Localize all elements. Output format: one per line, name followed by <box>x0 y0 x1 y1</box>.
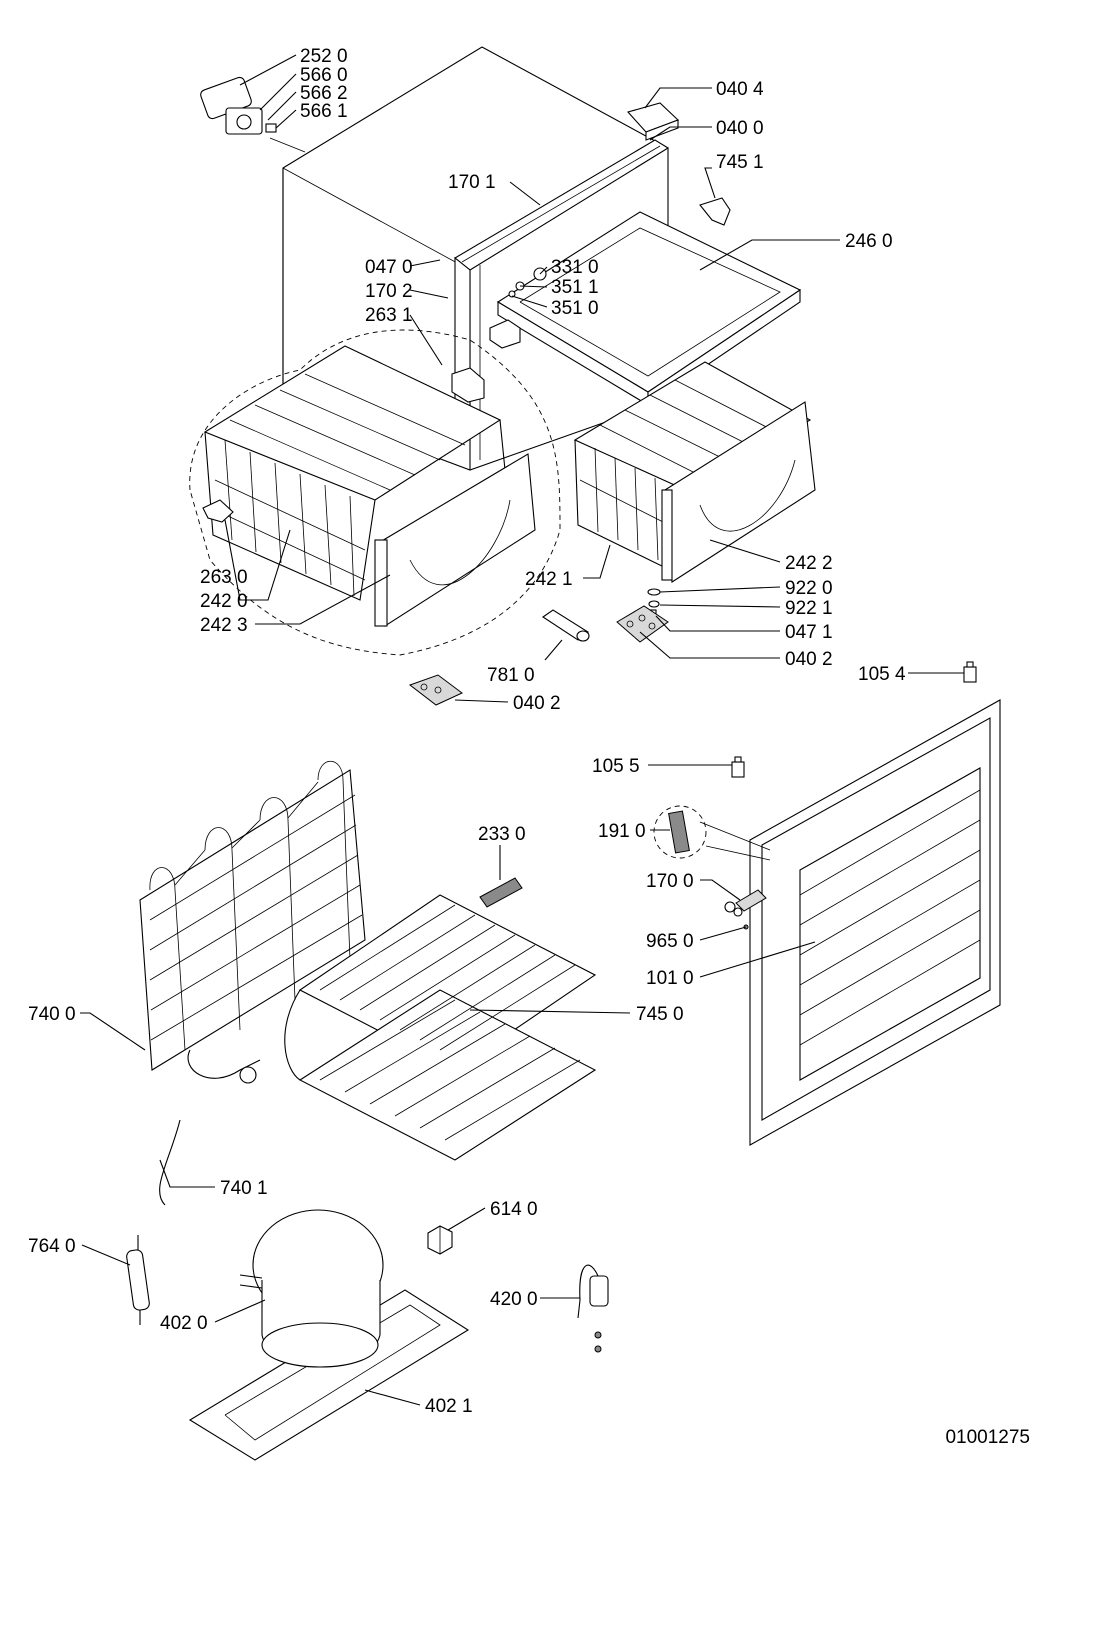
part-label: 047 1 <box>785 622 833 643</box>
part-label: 764 0 <box>28 1236 76 1257</box>
gasket-detail <box>653 805 771 861</box>
heater-233 <box>479 877 523 908</box>
part-label: 420 0 <box>490 1289 538 1310</box>
part-label: 566 1 <box>300 101 348 122</box>
part-label: 614 0 <box>490 1199 538 1220</box>
thermostat-knob-group <box>200 76 306 153</box>
right-basket <box>573 361 816 583</box>
left-basket <box>189 329 561 656</box>
leader-lines <box>80 54 964 1406</box>
part-label: 242 3 <box>200 615 248 636</box>
part-label: 040 0 <box>716 118 764 139</box>
part-label: 246 0 <box>845 231 893 252</box>
part-label: 252 0 <box>300 46 348 67</box>
part-label: 242 0 <box>200 591 248 612</box>
part-label: 263 0 <box>200 567 248 588</box>
part-label: 105 5 <box>592 756 640 777</box>
part-label: 191 0 <box>598 821 646 842</box>
spare-bag-icon-1054 <box>963 661 977 683</box>
part-label: 781 0 <box>487 665 535 686</box>
pin-781 <box>542 609 590 642</box>
part-label: 740 1 <box>220 1178 268 1199</box>
bracket-under-shelf <box>489 319 521 349</box>
part-label: 233 0 <box>478 824 526 845</box>
part-label: 351 1 <box>551 277 599 298</box>
part-label: 242 1 <box>525 569 573 590</box>
part-label: 263 1 <box>365 305 413 326</box>
part-label: 040 4 <box>716 79 764 100</box>
part-label: 740 0 <box>28 1004 76 1025</box>
top-hinge <box>626 102 680 141</box>
spare-bag-icon-1055 <box>731 756 745 778</box>
compressor <box>188 1209 470 1461</box>
part-label: 170 2 <box>365 281 413 302</box>
condenser-coil <box>139 761 366 1206</box>
part-label: 745 1 <box>716 152 764 173</box>
freezer-door <box>749 699 1001 1146</box>
hinge-plate-040-2-left <box>408 674 463 706</box>
part-label: 040 2 <box>785 649 833 670</box>
part-label: 922 0 <box>785 578 833 599</box>
door-hinge-170 <box>724 889 767 917</box>
part-label: 566 0 <box>300 65 348 86</box>
part-label: 351 0 <box>551 298 599 319</box>
part-label: 105 4 <box>858 664 906 685</box>
drawing-number: 01001275 <box>945 1427 1030 1448</box>
part-label: 566 2 <box>300 83 348 104</box>
part-label: 170 1 <box>448 172 496 193</box>
latch-263-1 <box>451 367 485 403</box>
part-label: 047 0 <box>365 257 413 278</box>
part-label: 922 1 <box>785 598 833 619</box>
clip-745-1 <box>699 197 731 226</box>
part-label: 101 0 <box>646 968 694 989</box>
part-label: 402 1 <box>425 1396 473 1417</box>
capacitor-420 <box>577 1264 609 1353</box>
lower-hinge-parts <box>616 588 669 643</box>
part-label: 170 0 <box>646 871 694 892</box>
filter-dryer <box>126 1235 150 1325</box>
part-label: 965 0 <box>646 931 694 952</box>
part-label: 402 0 <box>160 1313 208 1334</box>
evaporator-plates <box>284 894 597 1161</box>
relay-614 <box>427 1225 453 1255</box>
part-labels: 252 0 566 0 566 2 566 1 040 4 040 0 745 … <box>28 46 906 1417</box>
part-label: 745 0 <box>636 1004 684 1025</box>
part-label: 242 2 <box>785 553 833 574</box>
part-label: 331 0 <box>551 257 599 278</box>
part-label: 040 2 <box>513 693 561 714</box>
clip-263-0 <box>202 499 234 523</box>
